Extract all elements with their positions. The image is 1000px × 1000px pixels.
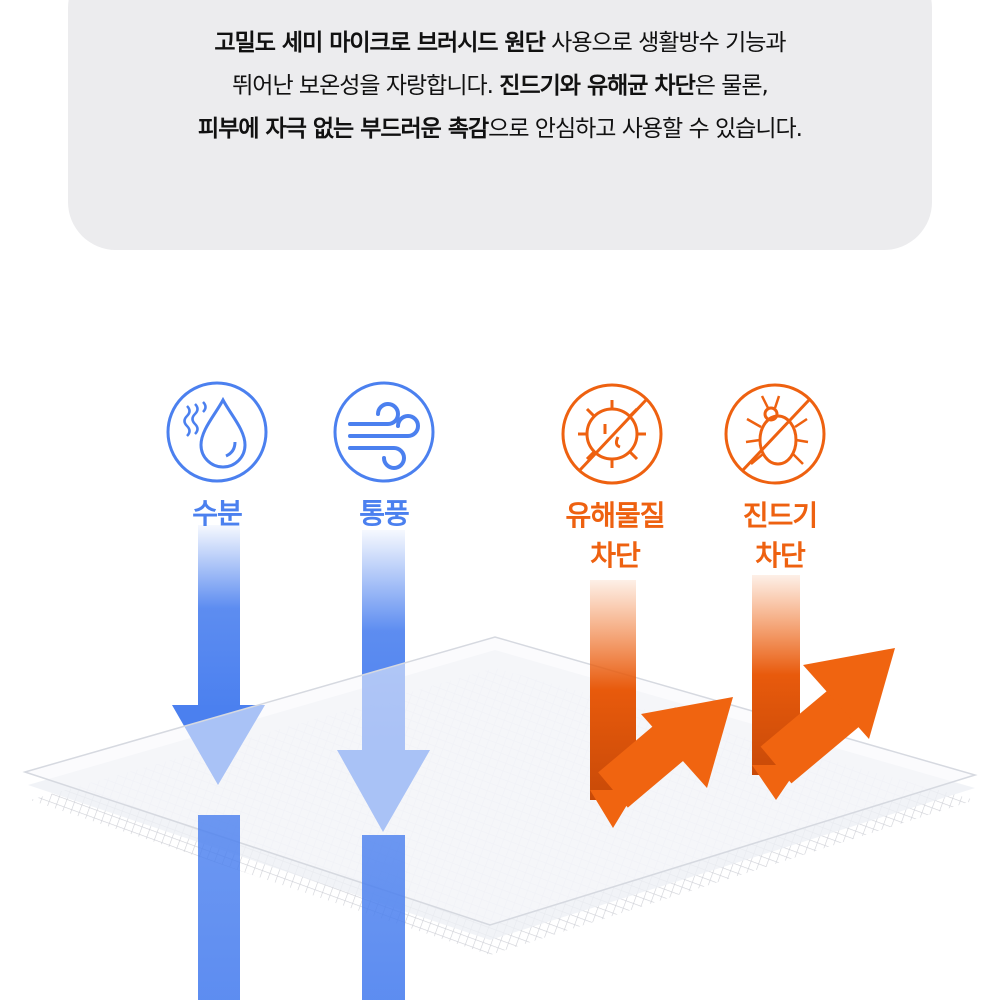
- description-line-1: 고밀도 세미 마이크로 브러시드 원단 사용으로 생활방수 기능과: [0, 22, 1000, 65]
- water-drop-icon: [166, 381, 268, 483]
- description-text: 고밀도 세미 마이크로 브러시드 원단 사용으로 생활방수 기능과 뛰어난 보온…: [0, 22, 1000, 151]
- text: 사용으로 생활방수 기능과: [544, 30, 786, 56]
- label-line: 진드기: [742, 499, 818, 532]
- bold-text: 피부에 자극 없는 부드러운 촉감: [198, 116, 489, 142]
- no-mite-icon: [724, 383, 826, 485]
- description-line-3: 피부에 자극 없는 부드러운 촉감으로 안심하고 사용할 수 있습니다.: [0, 108, 1000, 151]
- moisture-arrow-shaft: [198, 525, 240, 710]
- fabric-top-layer: [22, 636, 978, 926]
- text: 으로 안심하고 사용할 수 있습니다.: [488, 116, 803, 142]
- bold-text: 진드기와 유해균 차단: [499, 73, 695, 99]
- label-line: 차단: [755, 539, 806, 572]
- feature-label-harmful-block: 유해물질 차단: [540, 496, 690, 576]
- harmful-arrow-head: [641, 697, 733, 788]
- text: 은 물론,: [694, 73, 769, 99]
- label-line: 유해물질: [565, 499, 665, 532]
- text: 뛰어난 보온성을 자랑합니다.: [232, 73, 500, 99]
- moisture-arrow-shaft-below: [198, 815, 240, 1000]
- bold-text: 고밀도 세미 마이크로 브러시드 원단: [214, 30, 545, 56]
- description-card: [68, 0, 932, 250]
- feature-label-mite-block: 진드기 차단: [705, 496, 855, 576]
- description-line-2: 뛰어난 보온성을 자랑합니다. 진드기와 유해균 차단은 물론,: [0, 65, 1000, 108]
- label-line: 차단: [590, 539, 641, 572]
- mite-arrow-bounce: [760, 684, 866, 784]
- wind-icon: [333, 381, 435, 483]
- no-germ-icon: [561, 383, 663, 485]
- feature-label-moisture: 수분: [192, 497, 243, 530]
- feature-label-ventilation: 통풍: [359, 497, 410, 530]
- ventilation-arrow-shaft-below: [362, 835, 405, 1000]
- mite-arrow-head: [803, 648, 895, 739]
